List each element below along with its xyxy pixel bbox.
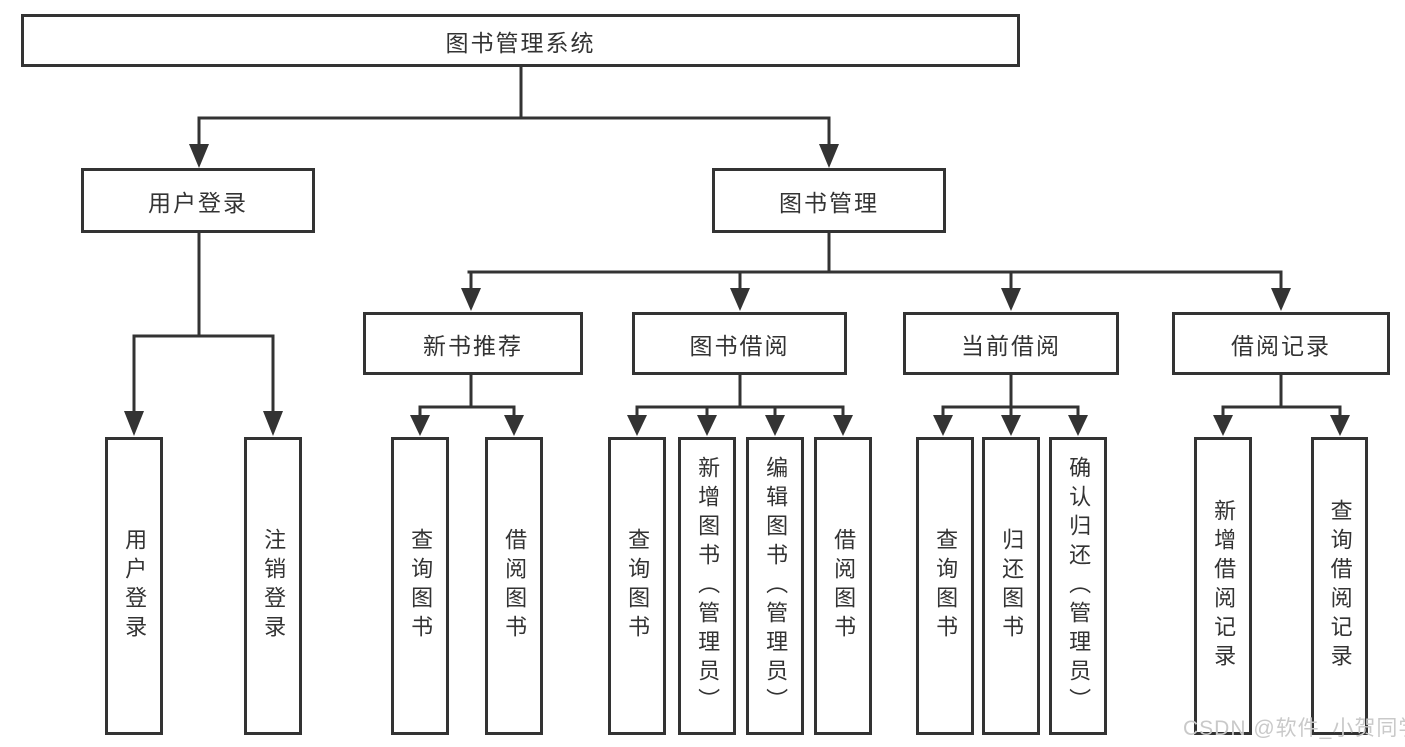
leaf-query-books-borrowing: 查询图书 [608, 437, 666, 735]
node-label: 当前借阅 [961, 332, 1061, 359]
leaf-confirm-return-admin: 确认归还（管理员） [1049, 437, 1107, 735]
node-current-borrowing: 当前借阅 [903, 312, 1119, 375]
node-user-login: 用户登录 [81, 168, 315, 233]
node-label: 用户登录 [148, 189, 248, 216]
leaf-borrow-books-recommend: 借阅图书 [485, 437, 543, 735]
leaf-query-books-current: 查询图书 [916, 437, 974, 735]
node-book-management: 图书管理 [712, 168, 946, 233]
node-label: 用户登录 [122, 528, 148, 644]
leaf-user-login: 用户登录 [105, 437, 163, 735]
leaf-return-books: 归还图书 [982, 437, 1040, 735]
leaf-add-books-admin: 新增图书（管理员） [678, 437, 736, 735]
node-label: 图书借阅 [689, 332, 790, 359]
node-label: 查询图书 [933, 528, 959, 644]
node-borrow-records: 借阅记录 [1172, 312, 1390, 375]
csdn-watermark: CSDN @软件_小贺同学 [1183, 717, 1405, 740]
node-label: 新增借阅记录 [1211, 499, 1237, 673]
node-label: 借阅图书 [502, 528, 528, 644]
node-new-book-recommend: 新书推荐 [363, 312, 583, 375]
node-label: 确认归还（管理员） [1066, 455, 1092, 717]
leaf-query-borrow-record: 查询借阅记录 [1311, 437, 1368, 735]
node-label: 注销登录 [261, 528, 287, 644]
node-label: 归还图书 [999, 528, 1025, 644]
leaf-borrow-books: 借阅图书 [814, 437, 872, 735]
node-label: 借阅记录 [1231, 332, 1331, 359]
leaf-add-borrow-record: 新增借阅记录 [1194, 437, 1252, 735]
node-label: 新增图书（管理员） [695, 455, 721, 717]
node-label: 图书管理 [779, 189, 879, 216]
node-label: 借阅图书 [831, 528, 857, 644]
node-label: 编辑图书（管理员） [763, 455, 789, 717]
leaf-edit-books-admin: 编辑图书（管理员） [746, 437, 804, 735]
node-label: 查询借阅记录 [1327, 499, 1353, 673]
node-label: 图书管理系统 [445, 29, 596, 56]
node-label: 查询图书 [408, 528, 434, 644]
node-label: 查询图书 [625, 528, 651, 644]
leaf-query-books-recommend: 查询图书 [391, 437, 449, 735]
leaf-logout: 注销登录 [244, 437, 302, 735]
node-label: 新书推荐 [423, 332, 523, 359]
node-book-borrowing: 图书借阅 [632, 312, 847, 375]
node-root-library-management-system: 图书管理系统 [21, 14, 1020, 67]
